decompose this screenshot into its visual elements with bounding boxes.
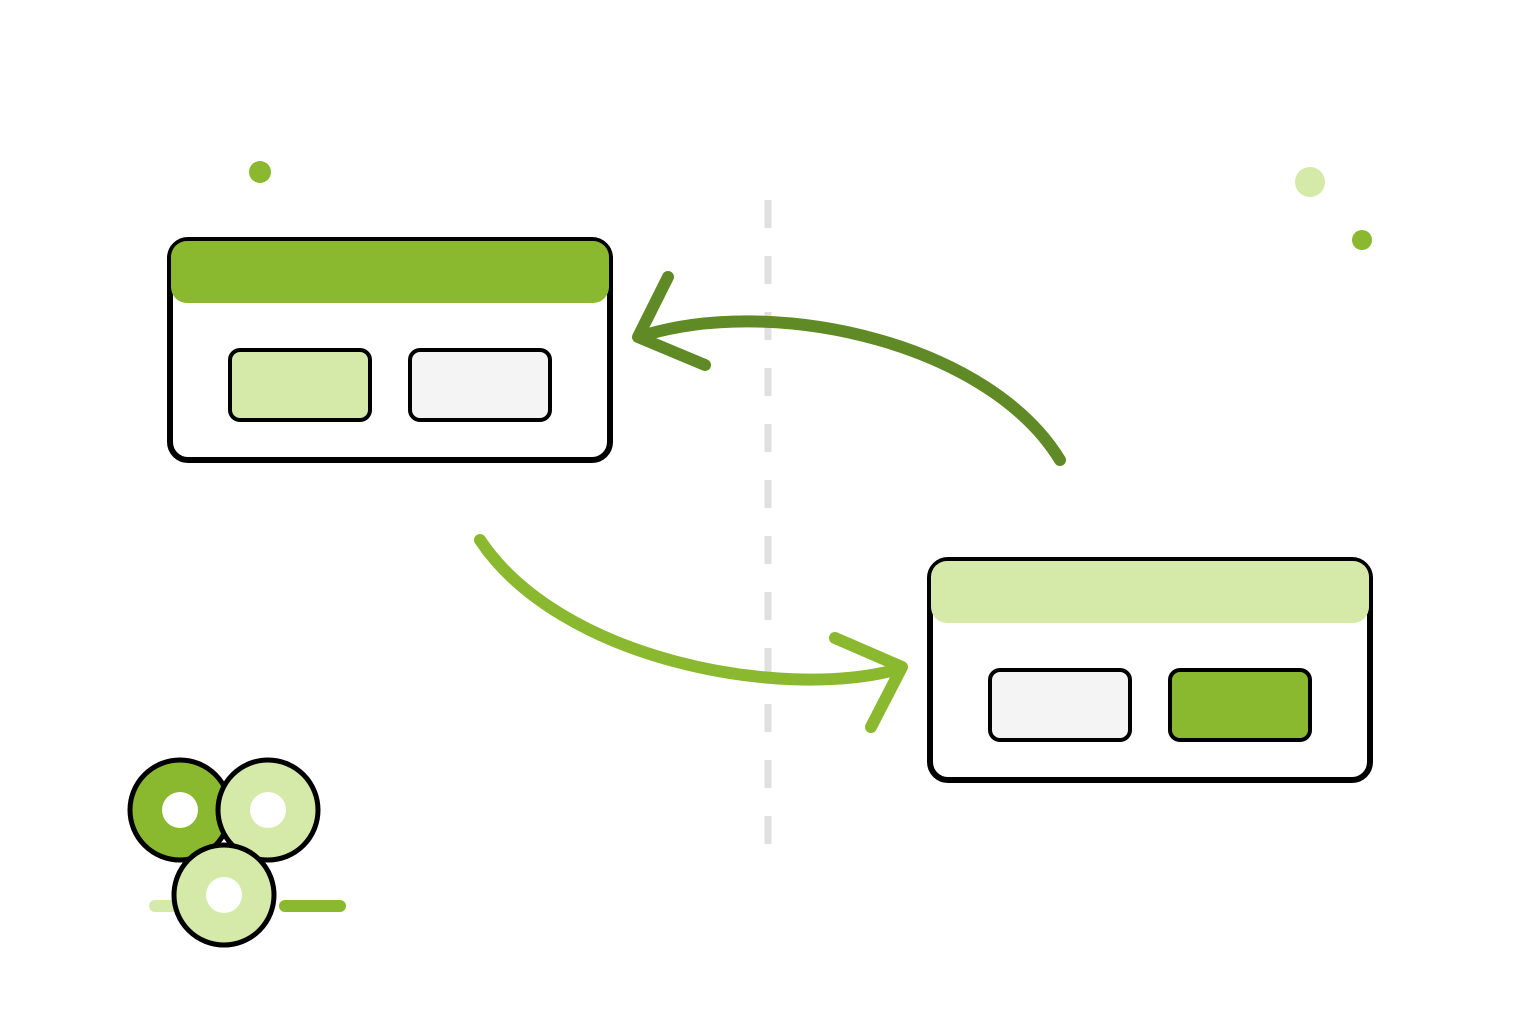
arrow-to-left-curve [639,315,1066,466]
user-avatar-icon [171,842,277,948]
avatar-head [206,877,242,913]
decor-dot [1295,167,1325,197]
arrow-to-right-curve [474,534,901,686]
left-panel-header [171,241,609,303]
left-window-panel [167,237,613,463]
user-avatar-icon [127,757,233,863]
left-panel-button-secondary[interactable] [408,348,552,422]
left-panel-button-primary[interactable] [228,348,372,422]
user-group-icon [127,757,346,948]
right-panel-button-secondary[interactable] [988,668,1132,742]
avatar-head [250,792,286,828]
arrow-sync-to-right [474,534,908,733]
right-panel-header [931,561,1369,623]
user-avatar-icon [215,757,321,863]
arrow-sync-to-left [632,271,1066,466]
avatar-head [162,792,198,828]
decor-dot [1352,230,1372,250]
arrow-to-right-head [829,632,908,733]
right-panel-button-primary[interactable] [1168,668,1312,742]
right-window-panel [927,557,1373,783]
decor-dot [249,161,271,183]
arrow-to-left-head [632,271,711,371]
